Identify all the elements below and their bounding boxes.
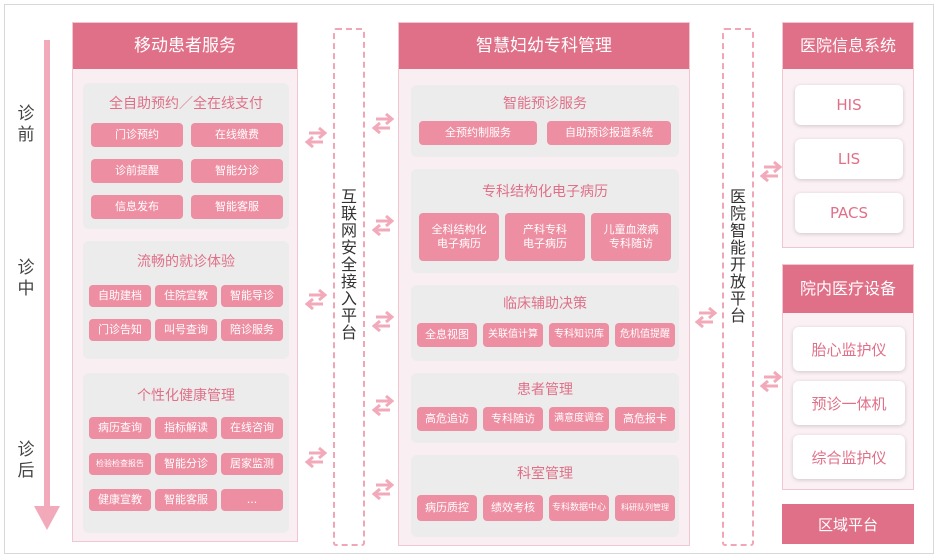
platform-label: 互联网安全接入平台: [340, 187, 357, 342]
chip-data-center: 专科数据中心: [549, 495, 609, 521]
chip-critical-alert: 危机值提醒: [615, 323, 675, 347]
health-management-group: 个性化健康管理 病历查询 指标解读 在线咨询 检验检查报告 智能分诊 居家监测 …: [83, 373, 289, 533]
stage-pre-visit: 诊前: [17, 104, 35, 145]
chip-health-education: 健康宣教: [89, 489, 151, 511]
chip-obstetric-emr: 产科专科 电子病历: [505, 213, 585, 261]
system-pacs: PACS: [795, 193, 903, 233]
timeline-arrow-shaft: [44, 40, 50, 510]
stage-in-visit: 诊中: [17, 258, 35, 299]
chip-online-payment: 在线缴费: [191, 123, 283, 147]
chip-online-consult: 在线咨询: [221, 417, 283, 439]
bidirectional-arrow-icon: [695, 306, 717, 328]
hospital-open-platform: 医院智能开放平台: [722, 28, 754, 546]
mobile-patient-service-panel: 移动患者服务 全自助预约／全在线支付 门诊预约 在线缴费 诊前提醒 智能分诊 信…: [72, 22, 298, 542]
bidirectional-arrow-icon: [760, 370, 782, 392]
platform-label: 医院智能开放平台: [729, 187, 746, 325]
chip-research-cohort: 科研队列管理: [615, 495, 675, 521]
chip-self-registration: 自助建档: [89, 285, 151, 307]
group-title: 患者管理: [517, 382, 573, 398]
chip-general-emr: 全科结构化 电子病历: [419, 213, 499, 261]
patient-management-group: 患者管理 高危追访 专科随访 满意度调查 高危报卡: [411, 373, 679, 443]
chip-correlation-calc: 关联值计算: [483, 323, 543, 347]
timeline-arrow: [34, 40, 60, 530]
panel-title: 医院信息系统: [783, 23, 913, 69]
secure-access-platform: 互联网安全接入平台: [333, 28, 365, 546]
system-his: HIS: [795, 85, 903, 125]
panel-title: 智慧妇幼专科管理: [399, 23, 689, 69]
department-management-group: 科室管理 病历质控 绩效考核 专科数据中心 科研队列管理: [411, 455, 679, 537]
chip-high-risk-report: 高危报卡: [615, 407, 675, 431]
chip-home-monitoring: 居家监测: [221, 453, 283, 475]
device-multi-monitor: 综合监护仪: [793, 435, 905, 479]
group-title: 临床辅助决策: [503, 296, 587, 312]
bidirectional-arrow-icon: [305, 446, 327, 468]
smooth-visit-group: 流畅的就诊体验 自助建档 住院宣教 智能导诊 门诊告知 叫号查询 陪诊服务: [83, 241, 289, 359]
bidirectional-arrow-icon: [372, 112, 394, 134]
stage-post-visit: 诊后: [17, 440, 35, 481]
bidirectional-arrow-icon: [372, 214, 394, 236]
medical-device-panel: 院内医疗设备 胎心监护仪 预诊一体机 综合监护仪: [782, 264, 914, 490]
system-lis: LIS: [795, 139, 903, 179]
bidirectional-arrow-icon: [305, 288, 327, 310]
chip-inpatient-education: 住院宣教: [155, 285, 217, 307]
device-prediagnosis-kiosk: 预诊一体机: [793, 381, 905, 425]
chip-outpatient-notice: 门诊告知: [89, 319, 151, 341]
chip-info-release: 信息发布: [91, 195, 183, 219]
pre-diagnosis-group: 智能预诊服务 全预约制服务 自助预诊报道系统: [411, 85, 679, 157]
chip-pediatric-followup: 儿童血液病 专科随访: [591, 213, 671, 261]
chip-outpatient-booking: 门诊预约: [91, 123, 183, 147]
chip-smart-guide: 智能导诊: [221, 285, 283, 307]
chip-full-booking: 全预约制服务: [419, 121, 537, 145]
chip-smart-support: 智能客服: [155, 489, 217, 511]
group-title: 流畅的就诊体验: [137, 254, 235, 270]
group-title: 智能预诊服务: [503, 96, 587, 112]
bidirectional-arrow-icon: [372, 310, 394, 332]
group-title: 全自助预约／全在线支付: [109, 96, 263, 112]
chip-self-checkin-system: 自助预诊报道系统: [547, 121, 671, 145]
chip-more: ...: [221, 489, 283, 511]
chip-high-risk-followup: 高危追访: [417, 407, 477, 431]
chip-escort-service: 陪诊服务: [221, 319, 283, 341]
specialty-management-panel: 智慧妇幼专科管理 智能预诊服务 全预约制服务 自助预诊报道系统 专科结构化电子病…: [398, 22, 690, 546]
bidirectional-arrow-icon: [305, 126, 327, 148]
group-title: 科室管理: [517, 466, 573, 482]
chip-smart-triage: 智能分诊: [191, 159, 283, 183]
chip-performance-review: 绩效考核: [483, 495, 543, 521]
bidirectional-arrow-icon: [372, 478, 394, 500]
self-service-group: 全自助预约／全在线支付 门诊预约 在线缴费 诊前提醒 智能分诊 信息发布 智能客…: [83, 83, 289, 229]
bidirectional-arrow-icon: [372, 394, 394, 416]
chip-indicator-reading: 指标解读: [155, 417, 217, 439]
chip-smart-triage: 智能分诊: [155, 453, 217, 475]
group-title: 个性化健康管理: [137, 388, 235, 404]
hospital-info-system-panel: 医院信息系统 HIS LIS PACS: [782, 22, 914, 248]
regional-platform: 区域平台: [782, 504, 914, 544]
timeline-arrow-head: [34, 506, 60, 530]
chip-queue-query: 叫号查询: [155, 319, 217, 341]
chip-satisfaction-survey: 满意度调查: [549, 407, 609, 431]
chip-pre-visit-reminder: 诊前提醒: [91, 159, 183, 183]
device-fetal-monitor: 胎心监护仪: [793, 327, 905, 371]
structured-emr-group: 专科结构化电子病历 全科结构化 电子病历 产科专科 电子病历 儿童血液病 专科随…: [411, 169, 679, 273]
panel-title: 移动患者服务: [73, 23, 297, 69]
bidirectional-arrow-icon: [760, 160, 782, 182]
panel-title: 院内医疗设备: [783, 265, 913, 313]
chip-record-query: 病历查询: [89, 417, 151, 439]
chip-lab-report: 检验检查报告: [89, 453, 151, 475]
chip-specialty-followup: 专科随访: [483, 407, 543, 431]
chip-knowledge-base: 专科知识库: [549, 323, 609, 347]
chip-record-qc: 病历质控: [417, 495, 477, 521]
chip-smart-support: 智能客服: [191, 195, 283, 219]
clinical-decision-group: 临床辅助决策 全息视图 关联值计算 专科知识库 危机值提醒: [411, 285, 679, 361]
group-title: 专科结构化电子病历: [482, 184, 608, 200]
chip-holographic-view: 全息视图: [417, 323, 477, 347]
